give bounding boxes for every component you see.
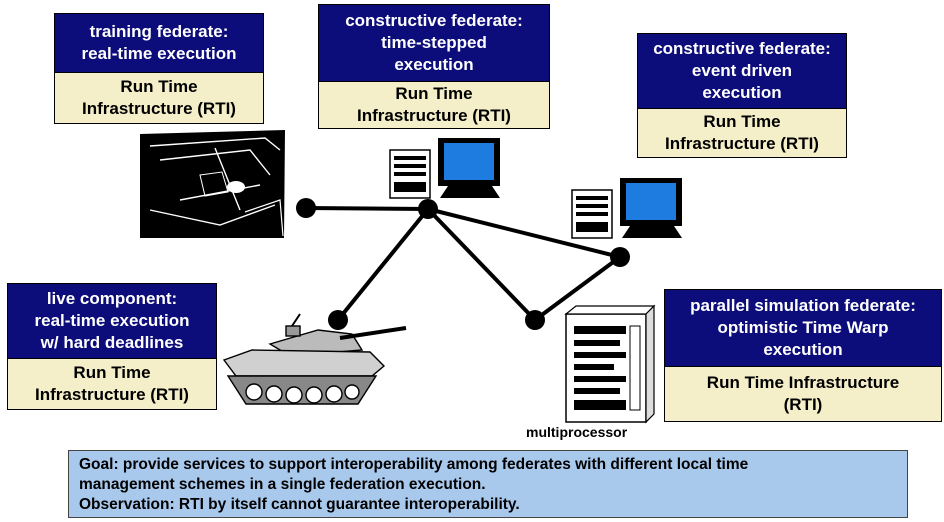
federate-time-stepped-rti: Run Time Infrastructure (RTI)	[319, 81, 549, 128]
network-nodes	[296, 198, 630, 330]
node-hub	[418, 199, 438, 219]
link-simulator-to-hub	[305, 206, 429, 211]
tank-image	[222, 313, 407, 405]
link-hub-to-event-node	[427, 207, 621, 259]
goal-observation: Observation: RTI by itself cannot guaran…	[79, 496, 520, 513]
simulator-cockpit-image	[140, 130, 285, 238]
node-multiprocessor	[525, 310, 545, 330]
multiprocessor-icon	[564, 304, 656, 424]
goal-line-2: management schemes in a single federatio…	[79, 476, 486, 493]
workstation-time-stepped	[389, 138, 500, 199]
goal-line-1: Goal: provide services to support intero…	[79, 456, 749, 473]
node-event	[610, 247, 630, 267]
federate-event-driven: constructive federate: event driven exec…	[637, 33, 847, 158]
federate-training: training federate: real-time execution R…	[54, 13, 264, 124]
federate-parallel-rti: Run Time Infrastructure (RTI)	[665, 366, 941, 421]
link-multiprocessor-to-event-node	[533, 255, 622, 322]
link-hub-to-multiprocessor-node	[426, 207, 537, 322]
federate-live: live component: real-time execution w/ h…	[7, 283, 217, 410]
node-tank	[328, 310, 348, 330]
goal-box: Goal: provide services to support intero…	[68, 450, 908, 518]
federate-training-rti: Run Time Infrastructure (RTI)	[55, 72, 263, 123]
federate-event-driven-rti: Run Time Infrastructure (RTI)	[638, 108, 846, 157]
federate-event-driven-title: constructive federate: event driven exec…	[638, 34, 846, 108]
federate-time-stepped-title: constructive federate: time-stepped exec…	[319, 5, 549, 81]
link-hub-to-tank-node	[336, 207, 430, 322]
federate-parallel: parallel simulation federate: optimistic…	[664, 289, 942, 422]
workstation-event-driven	[571, 178, 682, 239]
federate-live-rti: Run Time Infrastructure (RTI)	[8, 358, 216, 409]
network-links	[305, 206, 622, 322]
federate-live-title: live component: real-time execution w/ h…	[8, 284, 216, 358]
node-simulator	[296, 198, 316, 218]
federate-training-title: training federate: real-time execution	[55, 14, 263, 72]
federate-parallel-title: parallel simulation federate: optimistic…	[665, 290, 941, 366]
multiprocessor-label: multiprocessor	[526, 424, 628, 440]
federate-time-stepped: constructive federate: time-stepped exec…	[318, 4, 550, 129]
